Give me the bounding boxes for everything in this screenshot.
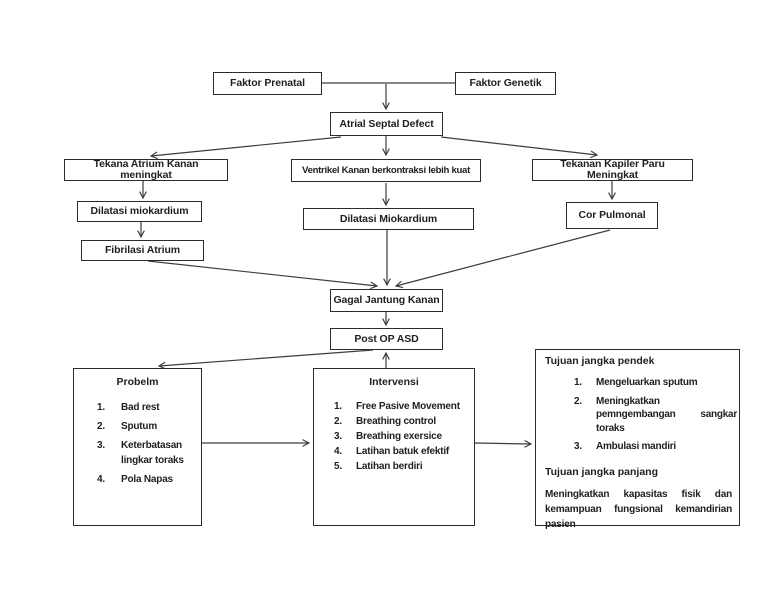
node-dilatasi-miokardium-left: Dilatasi miokardium xyxy=(77,201,202,222)
goals-long-term-text: Meningkatkan kapasitas fisik dan kemampu… xyxy=(545,488,732,530)
node-label: Faktor Genetik xyxy=(469,77,542,89)
arrow-asd-to-tekana-atrium xyxy=(149,136,342,160)
list-item: Latihan batuk efektif xyxy=(334,445,450,459)
goals-short-term-list: Mengeluarkan sputum Meningkatkan pemngem… xyxy=(536,376,737,454)
node-label: Faktor Prenatal xyxy=(230,77,305,89)
node-faktor-genetik: Faktor Genetik xyxy=(455,72,556,95)
node-label: Tekana Atrium Kanan meningkat xyxy=(93,158,199,181)
node-label: Cor Pulmonal xyxy=(578,209,646,221)
node-label: Fibrilasi Atrium xyxy=(104,244,181,256)
node-fibrilasi-atrium: Fibrilasi Atrium xyxy=(81,240,204,261)
intervention-panel: Intervensi Free Pasive Movement Breathin… xyxy=(313,368,475,526)
node-faktor-prenatal: Faktor Prenatal xyxy=(213,72,322,95)
node-gagal-jantung-kanan: Gagal Jantung Kanan xyxy=(330,289,443,312)
goals-panel: Tujuan jangka pendek Mengeluarkan sputum… xyxy=(535,349,740,530)
list-item: Breathing exersice xyxy=(334,430,442,444)
list-item: Mengeluarkan sputum xyxy=(574,376,698,389)
list-item: Keterbatasan lingkar toraks xyxy=(97,438,184,466)
list-item: Ambulasi mandiri xyxy=(574,440,676,453)
list-item: Breathing control xyxy=(334,415,436,429)
node-atrial-septal-defect: Atrial Septal Defect xyxy=(330,112,443,136)
node-label: Ventrikel Kanan berkontraksi lebih kuat xyxy=(302,165,470,176)
goals-long-term-title: Tujuan jangka panjang xyxy=(545,465,658,478)
list-item: Sputum xyxy=(97,419,158,434)
arrow-asd-to-tekanan-kapiler xyxy=(440,136,599,159)
node-label: Dilatasi miokardium xyxy=(90,205,189,217)
list-item: Pola Napas xyxy=(97,472,173,487)
node-tekanan-kapiler-paru: Tekanan Kapiler Paru Meningkat xyxy=(532,159,693,181)
node-label: Atrial Septal Defect xyxy=(339,117,434,130)
problem-title: Probelm xyxy=(116,376,159,388)
arrow-fibrilasi-to-gagal-jantung xyxy=(147,260,379,290)
list-item: Meningkatkan pemngembangan sangkar torak… xyxy=(574,395,737,434)
list-item: Free Pasive Movement xyxy=(334,400,460,414)
node-label: Tekanan Kapiler Paru Meningkat xyxy=(560,158,665,181)
intervention-title: Intervensi xyxy=(369,376,419,388)
arrow-post-op-to-problem xyxy=(157,349,374,370)
node-cor-pulmonal: Cor Pulmonal xyxy=(566,202,658,229)
goals-short-term-title: Tujuan jangka pendek xyxy=(545,355,655,367)
list-item: Bad rest xyxy=(97,400,160,415)
arrow-intervensi-to-goals xyxy=(474,440,533,448)
node-label: Gagal Jantung Kanan xyxy=(333,294,440,306)
arrow-cor-to-gagal-jantung xyxy=(394,229,611,289)
node-ventrikel-kanan: Ventrikel Kanan berkontraksi lebih kuat xyxy=(291,159,481,182)
node-tekana-atrium-kanan: Tekana Atrium Kanan meningkat xyxy=(64,159,228,181)
node-label: Post OP ASD xyxy=(354,332,419,345)
node-dilatasi-miokardium-mid: Dilatasi Miokardium xyxy=(303,208,474,230)
node-post-op-asd: Post OP ASD xyxy=(330,328,443,350)
list-item: Latihan berdiri xyxy=(334,460,423,474)
problem-panel: Probelm Bad rest Sputum Keterbatasan lin… xyxy=(73,368,202,526)
intervention-list: Free Pasive Movement Breathing control B… xyxy=(314,400,472,474)
node-label: Dilatasi Miokardium xyxy=(339,212,438,225)
problem-list: Bad rest Sputum Keterbatasan lingkar tor… xyxy=(74,400,199,487)
